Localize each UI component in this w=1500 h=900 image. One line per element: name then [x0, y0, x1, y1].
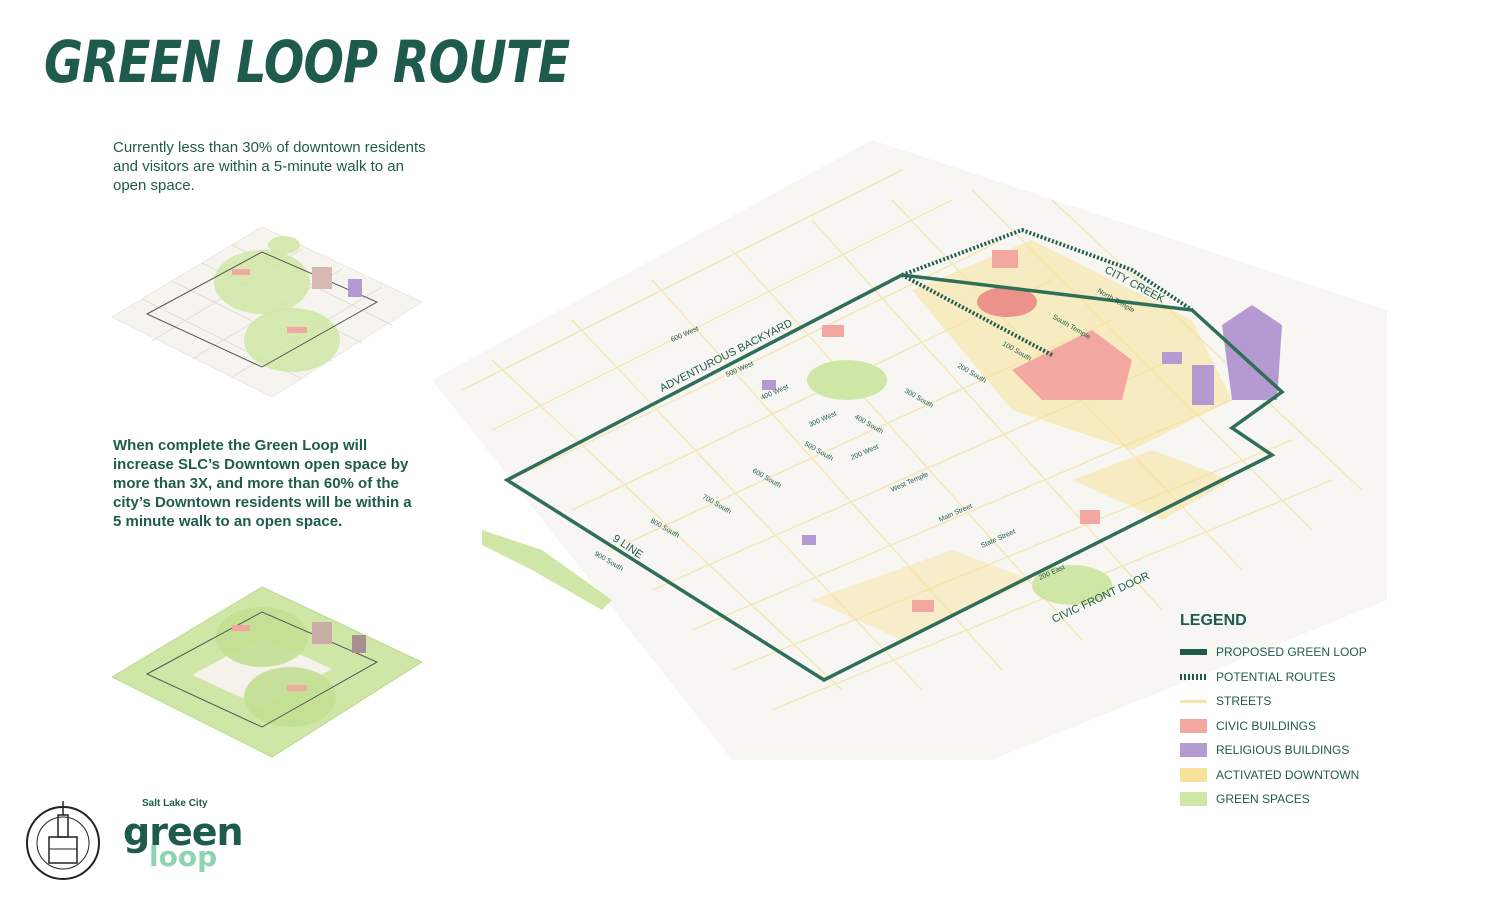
city-seal-icon [26, 801, 100, 880]
legend-item-religious: RELIGIOUS BUILDINGS [1180, 738, 1400, 763]
green-space-9-line [482, 530, 612, 610]
brand-subtitle: Salt Lake City [142, 798, 208, 809]
intro-text: Currently less than 30% of downtown resi… [113, 139, 426, 194]
green-space-pioneer-park [807, 360, 887, 400]
religious-building-5 [802, 535, 816, 545]
legend-label: GREEN SPACES [1216, 792, 1310, 807]
swatch-street-line [1180, 699, 1207, 703]
religious-building-2 [1192, 365, 1214, 405]
claim-text: When complete the Green Loop will increa… [113, 437, 412, 530]
brand-word-green: green [123, 810, 244, 854]
legend-item-potential-routes: POTENTIAL ROUTES [1180, 665, 1400, 690]
swatch-solid-line [1180, 649, 1207, 656]
potential-route-2 [901, 273, 1053, 357]
legend-label: CIVIC BUILDINGS [1216, 718, 1317, 733]
swatch-civic [1180, 718, 1207, 733]
activated-downtown-east [1072, 450, 1232, 520]
swatch-downtown [1180, 767, 1207, 782]
legend-item-streets: STREETS [1180, 689, 1400, 714]
religious-building-3 [1162, 352, 1182, 364]
page-title: GREEN LOOP ROUTE [44, 28, 570, 96]
legend-label: STREETS [1216, 694, 1272, 709]
civic-building-4 [822, 325, 844, 337]
legend-item-civic: CIVIC BUILDINGS [1180, 714, 1400, 739]
legend-label: PROPOSED GREEN LOOP [1216, 645, 1367, 660]
legend-title: LEGEND [1180, 612, 1247, 629]
civic-building-2 [1080, 510, 1100, 524]
current-open-space-map [112, 226, 422, 398]
legend: LEGEND PROPOSED GREEN LOOP POTENTIAL ROU… [1180, 612, 1400, 812]
city-background [432, 140, 1387, 760]
legend-item-green-spaces: GREEN SPACES [1180, 787, 1400, 812]
civic-building-arena [977, 287, 1037, 317]
potential-route [901, 227, 1194, 312]
green-space-library-square [1032, 565, 1112, 605]
civic-building-salt-palace [1012, 330, 1132, 400]
legend-label: ACTIVATED DOWNTOWN [1216, 767, 1360, 782]
green-loop-map: CITY CREEK ADVENTUROUS BACKYARD 9 LINE C… [432, 140, 1387, 760]
legend-item-proposed-loop: PROPOSED GREEN LOOP [1180, 640, 1400, 665]
proposed-green-loop [503, 273, 1285, 683]
legend-item-downtown: ACTIVATED DOWNTOWN [1180, 763, 1400, 788]
civic-building-1 [992, 250, 1018, 268]
activated-downtown-south [812, 550, 1032, 640]
swatch-green-spaces [1180, 792, 1207, 807]
complete-open-space-map [112, 586, 422, 758]
civic-building-3 [912, 600, 934, 612]
green-loop-logo: Salt Lake City green loop [115, 798, 255, 888]
legend-label: POTENTIAL ROUTES [1216, 669, 1336, 684]
religious-building-4 [762, 380, 776, 390]
brand-word-loop: loop [149, 840, 218, 873]
swatch-dashed-line [1180, 673, 1207, 680]
legend-label: RELIGIOUS BUILDINGS [1216, 743, 1350, 758]
swatch-religious [1180, 743, 1207, 758]
